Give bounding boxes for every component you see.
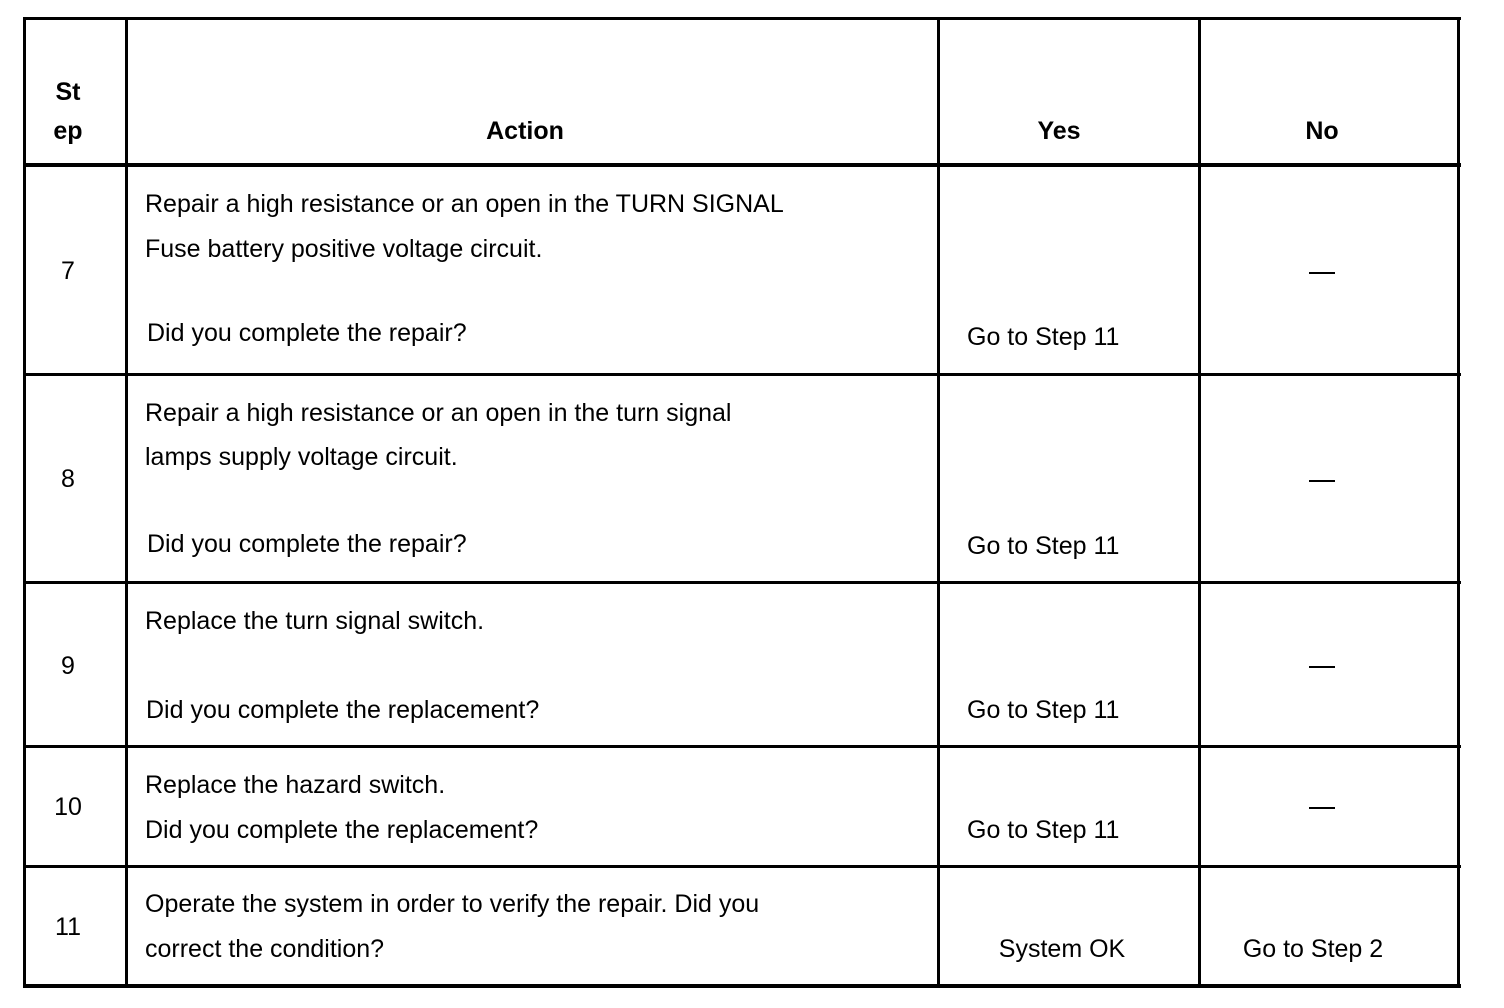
action-text: Fuse battery positive voltage circuit. xyxy=(145,235,543,263)
header-divider xyxy=(23,163,1461,167)
action-question: Did you complete the replacement? xyxy=(146,696,540,724)
no-outcome-dash xyxy=(1309,480,1335,482)
yes-outcome: Go to Step 11 xyxy=(967,532,1120,560)
row-divider-8-9 xyxy=(23,581,1461,584)
action-text: Repair a high resistance or an open in t… xyxy=(145,399,732,427)
yes-outcome: Go to Step 11 xyxy=(967,696,1120,724)
action-text: correct the condition? xyxy=(145,935,385,963)
step-number: 9 xyxy=(61,652,75,680)
action-text: Replace the hazard switch. xyxy=(145,771,446,799)
table-border-right xyxy=(1457,18,1460,988)
action-question: Did you complete the repair? xyxy=(147,530,467,558)
step-number: 7 xyxy=(61,257,75,285)
step-number: 8 xyxy=(61,465,75,493)
no-outcome-dash xyxy=(1309,807,1335,809)
action-question: Did you complete the replacement? xyxy=(145,816,539,844)
action-question: Did you complete the repair? xyxy=(147,319,467,347)
no-outcome-dash xyxy=(1309,666,1335,668)
header-action: Action xyxy=(486,117,564,145)
yes-outcome: Go to Step 11 xyxy=(967,816,1120,844)
no-outcome: Go to Step 2 xyxy=(1242,935,1384,963)
column-divider-action-yes xyxy=(937,18,940,988)
header-step-line2: ep xyxy=(53,117,83,145)
no-outcome-dash xyxy=(1309,272,1335,274)
action-text: Repair a high resistance or an open in t… xyxy=(145,190,784,218)
action-text: Operate the system in order to verify th… xyxy=(145,890,760,918)
header-no: No xyxy=(1305,117,1339,145)
table-border-left xyxy=(23,18,26,988)
column-divider-step-action xyxy=(125,18,128,988)
step-number: 10 xyxy=(54,793,82,821)
row-divider-10-11 xyxy=(23,865,1461,868)
table-border-bottom xyxy=(23,984,1461,988)
row-divider-9-10 xyxy=(23,745,1461,748)
action-text: lamps supply voltage circuit. xyxy=(145,443,458,471)
action-text: Replace the turn signal switch. xyxy=(145,607,485,635)
header-step-line1: St xyxy=(55,78,81,106)
yes-outcome: System OK xyxy=(998,935,1126,963)
row-divider-7-8 xyxy=(23,373,1461,376)
header-yes: Yes xyxy=(1037,117,1081,145)
column-divider-yes-no xyxy=(1198,18,1201,988)
yes-outcome: Go to Step 11 xyxy=(967,323,1120,351)
table-border-top xyxy=(23,17,1461,20)
step-number: 11 xyxy=(55,913,81,941)
